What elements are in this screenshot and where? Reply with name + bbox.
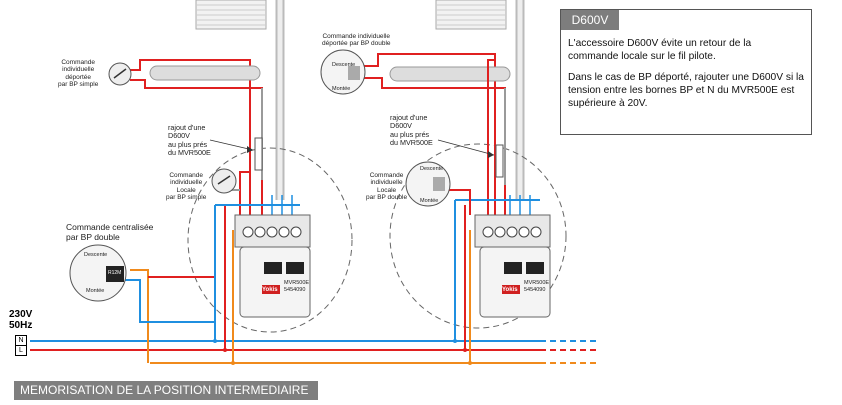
- supply-bus: [30, 339, 600, 365]
- right-remote-switch: [320, 49, 366, 95]
- left-remote-wiring: [130, 59, 263, 215]
- module-right-model: MVR500E: [524, 280, 550, 286]
- module-left: [234, 214, 311, 318]
- d600v-left: [254, 137, 263, 171]
- supply-voltage: 230V: [9, 309, 33, 320]
- right-remote-wiring: [362, 53, 511, 215]
- r12m-box: [106, 266, 124, 282]
- note-title: D600V: [561, 10, 619, 30]
- note-paragraph-2: Dans le cas de BP déporté, rajouter une …: [568, 72, 804, 109]
- central-label: Commande centralisée par BP double: [66, 222, 154, 242]
- right-local-label: Commande individuelle Locale par BP doub…: [366, 172, 408, 202]
- right-remote-down: Descente: [332, 62, 356, 68]
- d600v-note: D600V L'accessoire D600V évite un retour…: [560, 9, 812, 135]
- module-left-model: MVR500E: [284, 280, 310, 286]
- module-right-ref: 5454090: [524, 287, 546, 293]
- module-left-brand: Yokis: [262, 287, 278, 293]
- module-right: [474, 214, 551, 318]
- central-up-label: Montée: [86, 288, 105, 294]
- module-right-brand: Yokis: [502, 287, 518, 293]
- right-remote-up: Montée: [332, 86, 351, 92]
- local-zone-left: [187, 147, 353, 333]
- shutter-right: [435, 0, 507, 30]
- right-remote-label: Commande individuelle déportée par BP do…: [322, 33, 391, 48]
- right-d600v-note: rajout d'une D600V au plus prés du MVR50…: [390, 113, 433, 147]
- r12m-label: R12M: [108, 270, 122, 276]
- left-central-wiring: [120, 195, 300, 363]
- module-left-ref: 5454090: [284, 287, 306, 293]
- left-remote-label: Commande individuelle déportée par BP si…: [58, 59, 99, 89]
- shutter-left: [195, 0, 267, 30]
- note-paragraph-1: L'accessoire D600V évite un retour de la…: [568, 38, 752, 62]
- supply-frequency: 50Hz: [9, 320, 33, 331]
- right-local-switch: [405, 161, 451, 207]
- right-local-up: Montée: [420, 198, 439, 204]
- left-d600v-note: rajout d'une D600V au plus prés du MVR50…: [168, 123, 211, 157]
- local-zone-right: [389, 143, 567, 329]
- right-local-down: Descente: [420, 166, 444, 172]
- left-local-label: Commande individuelle Locale par BP simp…: [166, 172, 207, 202]
- central-down-label: Descente: [84, 252, 108, 258]
- section-title: MEMORISATION DE LA POSITION INTERMEDIAIR…: [14, 381, 318, 400]
- note-body: L'accessoire D600V évite un retour de la…: [568, 37, 804, 118]
- left-local-switch: [211, 168, 237, 194]
- d600v-right: [495, 144, 504, 178]
- line-label: L: [15, 345, 27, 356]
- central-switch: [69, 244, 127, 302]
